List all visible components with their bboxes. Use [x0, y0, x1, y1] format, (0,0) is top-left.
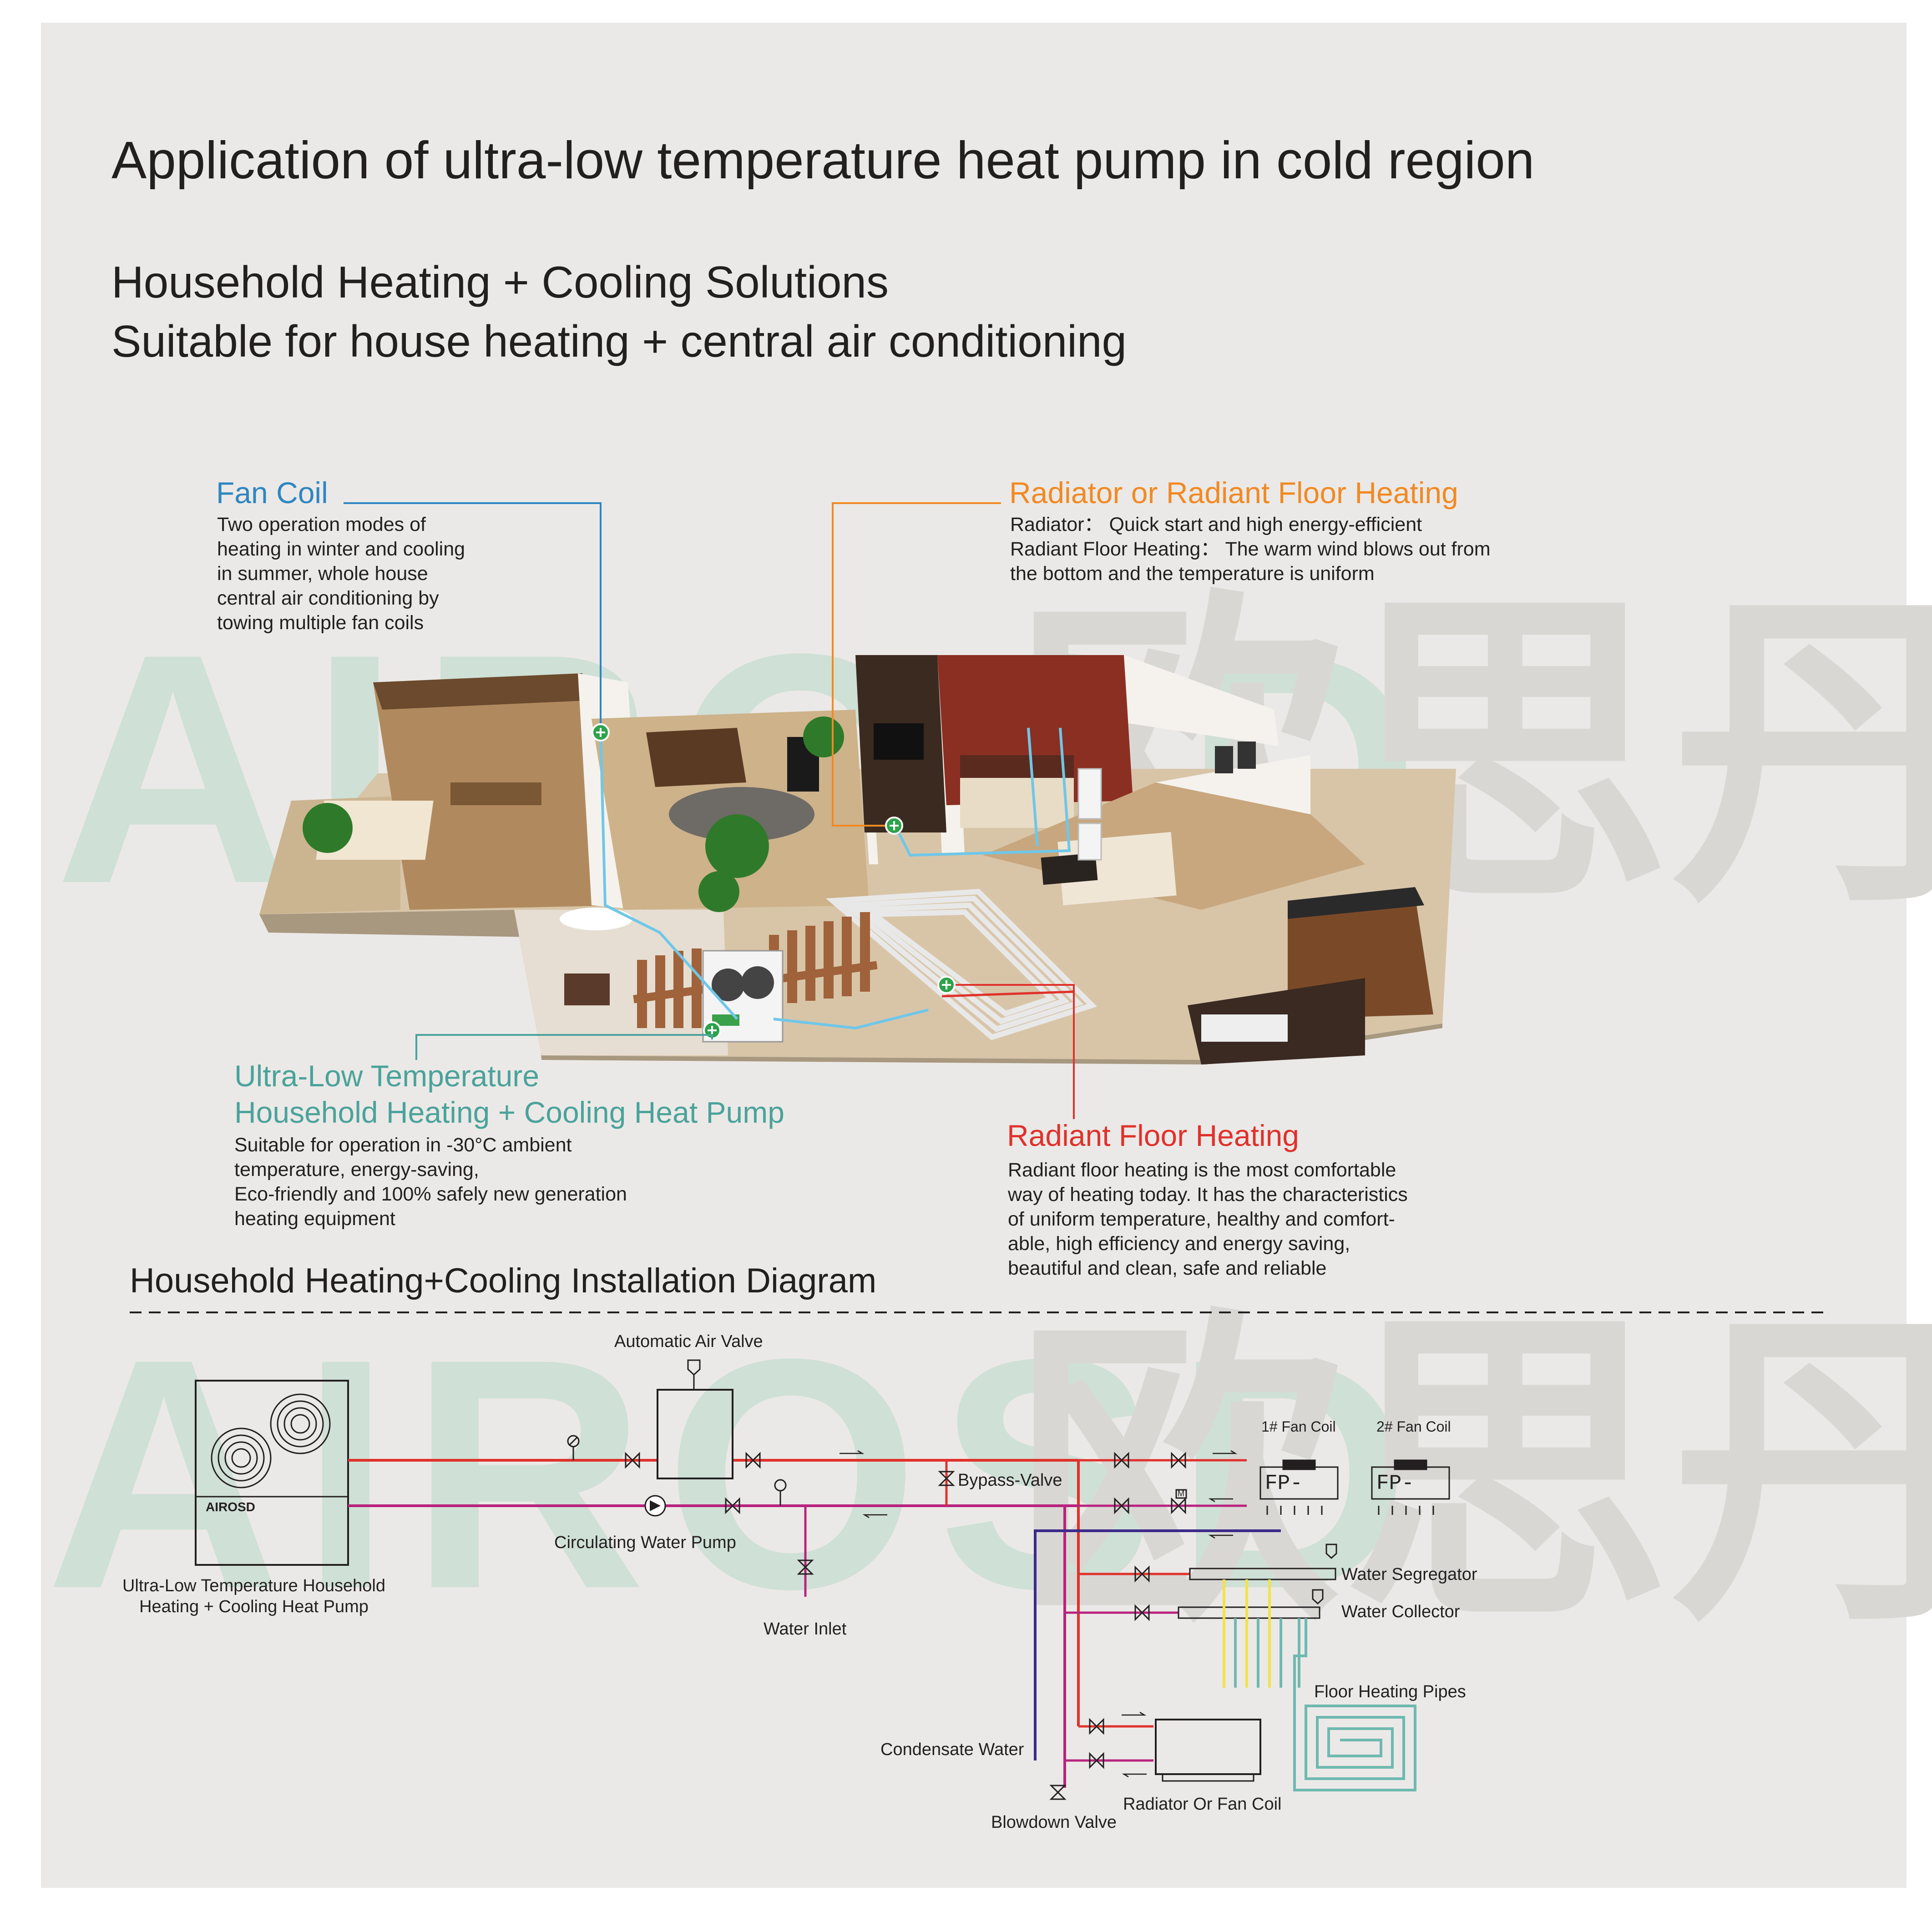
- house-illustration: [259, 655, 1456, 1064]
- radiator-line: Radiant Floor Heating： The warm wind blo…: [1010, 538, 1491, 560]
- heat-pump-description: Suitable for operation in -30°C ambient …: [234, 1133, 627, 1231]
- heat-pump-line: Suitable for operation in -30°C ambient: [234, 1134, 572, 1156]
- motor-valve-mark: M: [1178, 1489, 1184, 1498]
- unit-brand: AIROSD: [206, 1500, 255, 1514]
- fan-coil-line: central air conditioning by: [217, 587, 439, 609]
- radiator-title: Radiator or Radiant Floor Heating: [1009, 476, 1458, 509]
- leader-radiator: [832, 502, 1001, 827]
- floor-heating-line: able, high efficiency and energy saving,: [1008, 1233, 1350, 1255]
- water-collector-label: Water Collector: [1341, 1602, 1460, 1621]
- radiator-or-fan-coil-label: Radiator Or Fan Coil: [1123, 1795, 1282, 1814]
- heat-pump-title-line: Ultra-Low Temperature: [234, 1059, 540, 1093]
- fan-coil-line: in summer, whole house: [217, 563, 428, 585]
- fan-coil-line: heating in winter and cooling: [217, 538, 465, 560]
- leader-heat-pump: [415, 1034, 713, 1060]
- installation-diagram-title: Household Heating+Cooling Installation D…: [130, 1261, 877, 1300]
- marker-fan-coil: [592, 723, 610, 742]
- blowdown-valve-label: Blowdown Valve: [991, 1813, 1117, 1832]
- heat-pump-title: Ultra-Low Temperature Household Heating …: [234, 1058, 784, 1130]
- floor-heating-line: beautiful and clean, safe and reliable: [1008, 1257, 1327, 1279]
- heat-pump-line: Eco-friendly and 100% safely new generat…: [234, 1183, 627, 1205]
- heat-pump-line: heating equipment: [234, 1208, 395, 1230]
- fan-coil-1-unit: [1259, 1459, 1339, 1515]
- leader-fan-coil: [344, 502, 602, 723]
- fan-coil-1-label: 1# Fan Coil: [1261, 1418, 1336, 1435]
- unit-label-line: Ultra-Low Temperature Household: [122, 1576, 386, 1595]
- water-collector-bar: [1178, 1606, 1320, 1619]
- air-valve-tank: [657, 1389, 733, 1479]
- fan-coil-2-fp: FP-: [1376, 1472, 1414, 1495]
- fan-coil-line: Two operation modes of: [217, 514, 426, 535]
- fan-coil-title: Fan Coil: [216, 476, 328, 509]
- floor-heating-line: of uniform temperature, healthy and comf…: [1008, 1208, 1395, 1230]
- subtitle-solutions: Household Heating + Cooling Solutions: [111, 257, 889, 307]
- automatic-air-valve-label: Automatic Air Valve: [614, 1332, 763, 1351]
- fan-coil-description: Two operation modes of heating in winter…: [217, 512, 465, 635]
- radiator-unit: [1155, 1719, 1261, 1775]
- floor-heating-line: way of heating today. It has the charact…: [1008, 1184, 1408, 1206]
- watermark-latin-bottom: AIROSD: [46, 1291, 1429, 1657]
- floor-heating-description: Radiant floor heating is the most comfor…: [1008, 1158, 1408, 1281]
- watermark-cjk-bottom: 欧思丹: [1015, 1291, 1932, 1657]
- fan-coil-1-fp: FP-: [1265, 1472, 1303, 1495]
- condensate-water-label: Condensate Water: [880, 1740, 1024, 1759]
- unit-label-line: Heating + Cooling Heat Pump: [139, 1597, 369, 1616]
- fan-coil-2-label: 2# Fan Coil: [1376, 1418, 1451, 1435]
- bypass-valve-label: Bypass-Valve: [958, 1471, 1062, 1490]
- subtitle-suitable: Suitable for house heating + central air…: [111, 316, 1127, 366]
- page-title: Application of ultra-low temperature hea…: [111, 131, 1535, 190]
- water-segregator-bar: [1189, 1568, 1336, 1580]
- floor-heating-title: Radiant Floor Heating: [1007, 1119, 1300, 1152]
- circulating-pump-label: Circulating Water Pump: [554, 1533, 736, 1552]
- installation-diagram: [195, 1359, 1450, 1800]
- fan-coil-line: towing multiple fan coils: [217, 612, 424, 634]
- floor-heating-coil: [1293, 1618, 1416, 1791]
- leader-floor-heating: [956, 984, 1075, 1119]
- radiator-line: Radiator： Quick start and high energy-ef…: [1010, 514, 1422, 535]
- heat-pump-title-line: Household Heating + Cooling Heat Pump: [234, 1095, 784, 1129]
- floor-heating-pipes-label: Floor Heating Pipes: [1314, 1682, 1466, 1701]
- heat-pump-unit: [195, 1380, 349, 1566]
- heat-pump-line: temperature, energy-saving,: [234, 1159, 479, 1180]
- radiator-description: Radiator： Quick start and high energy-ef…: [1010, 512, 1491, 586]
- marker-floor-heating: [937, 976, 956, 994]
- floor-heating-line: Radiant floor heating is the most comfor…: [1008, 1159, 1396, 1181]
- water-inlet-label: Water Inlet: [764, 1619, 847, 1639]
- radiator-line: the bottom and the temperature is unifor…: [1010, 563, 1375, 585]
- unit-label: Ultra-Low Temperature Household Heating …: [117, 1575, 390, 1617]
- water-segregator-label: Water Segregator: [1341, 1565, 1477, 1584]
- fan-coil-2-unit: [1371, 1459, 1450, 1515]
- marker-radiator: [885, 817, 903, 835]
